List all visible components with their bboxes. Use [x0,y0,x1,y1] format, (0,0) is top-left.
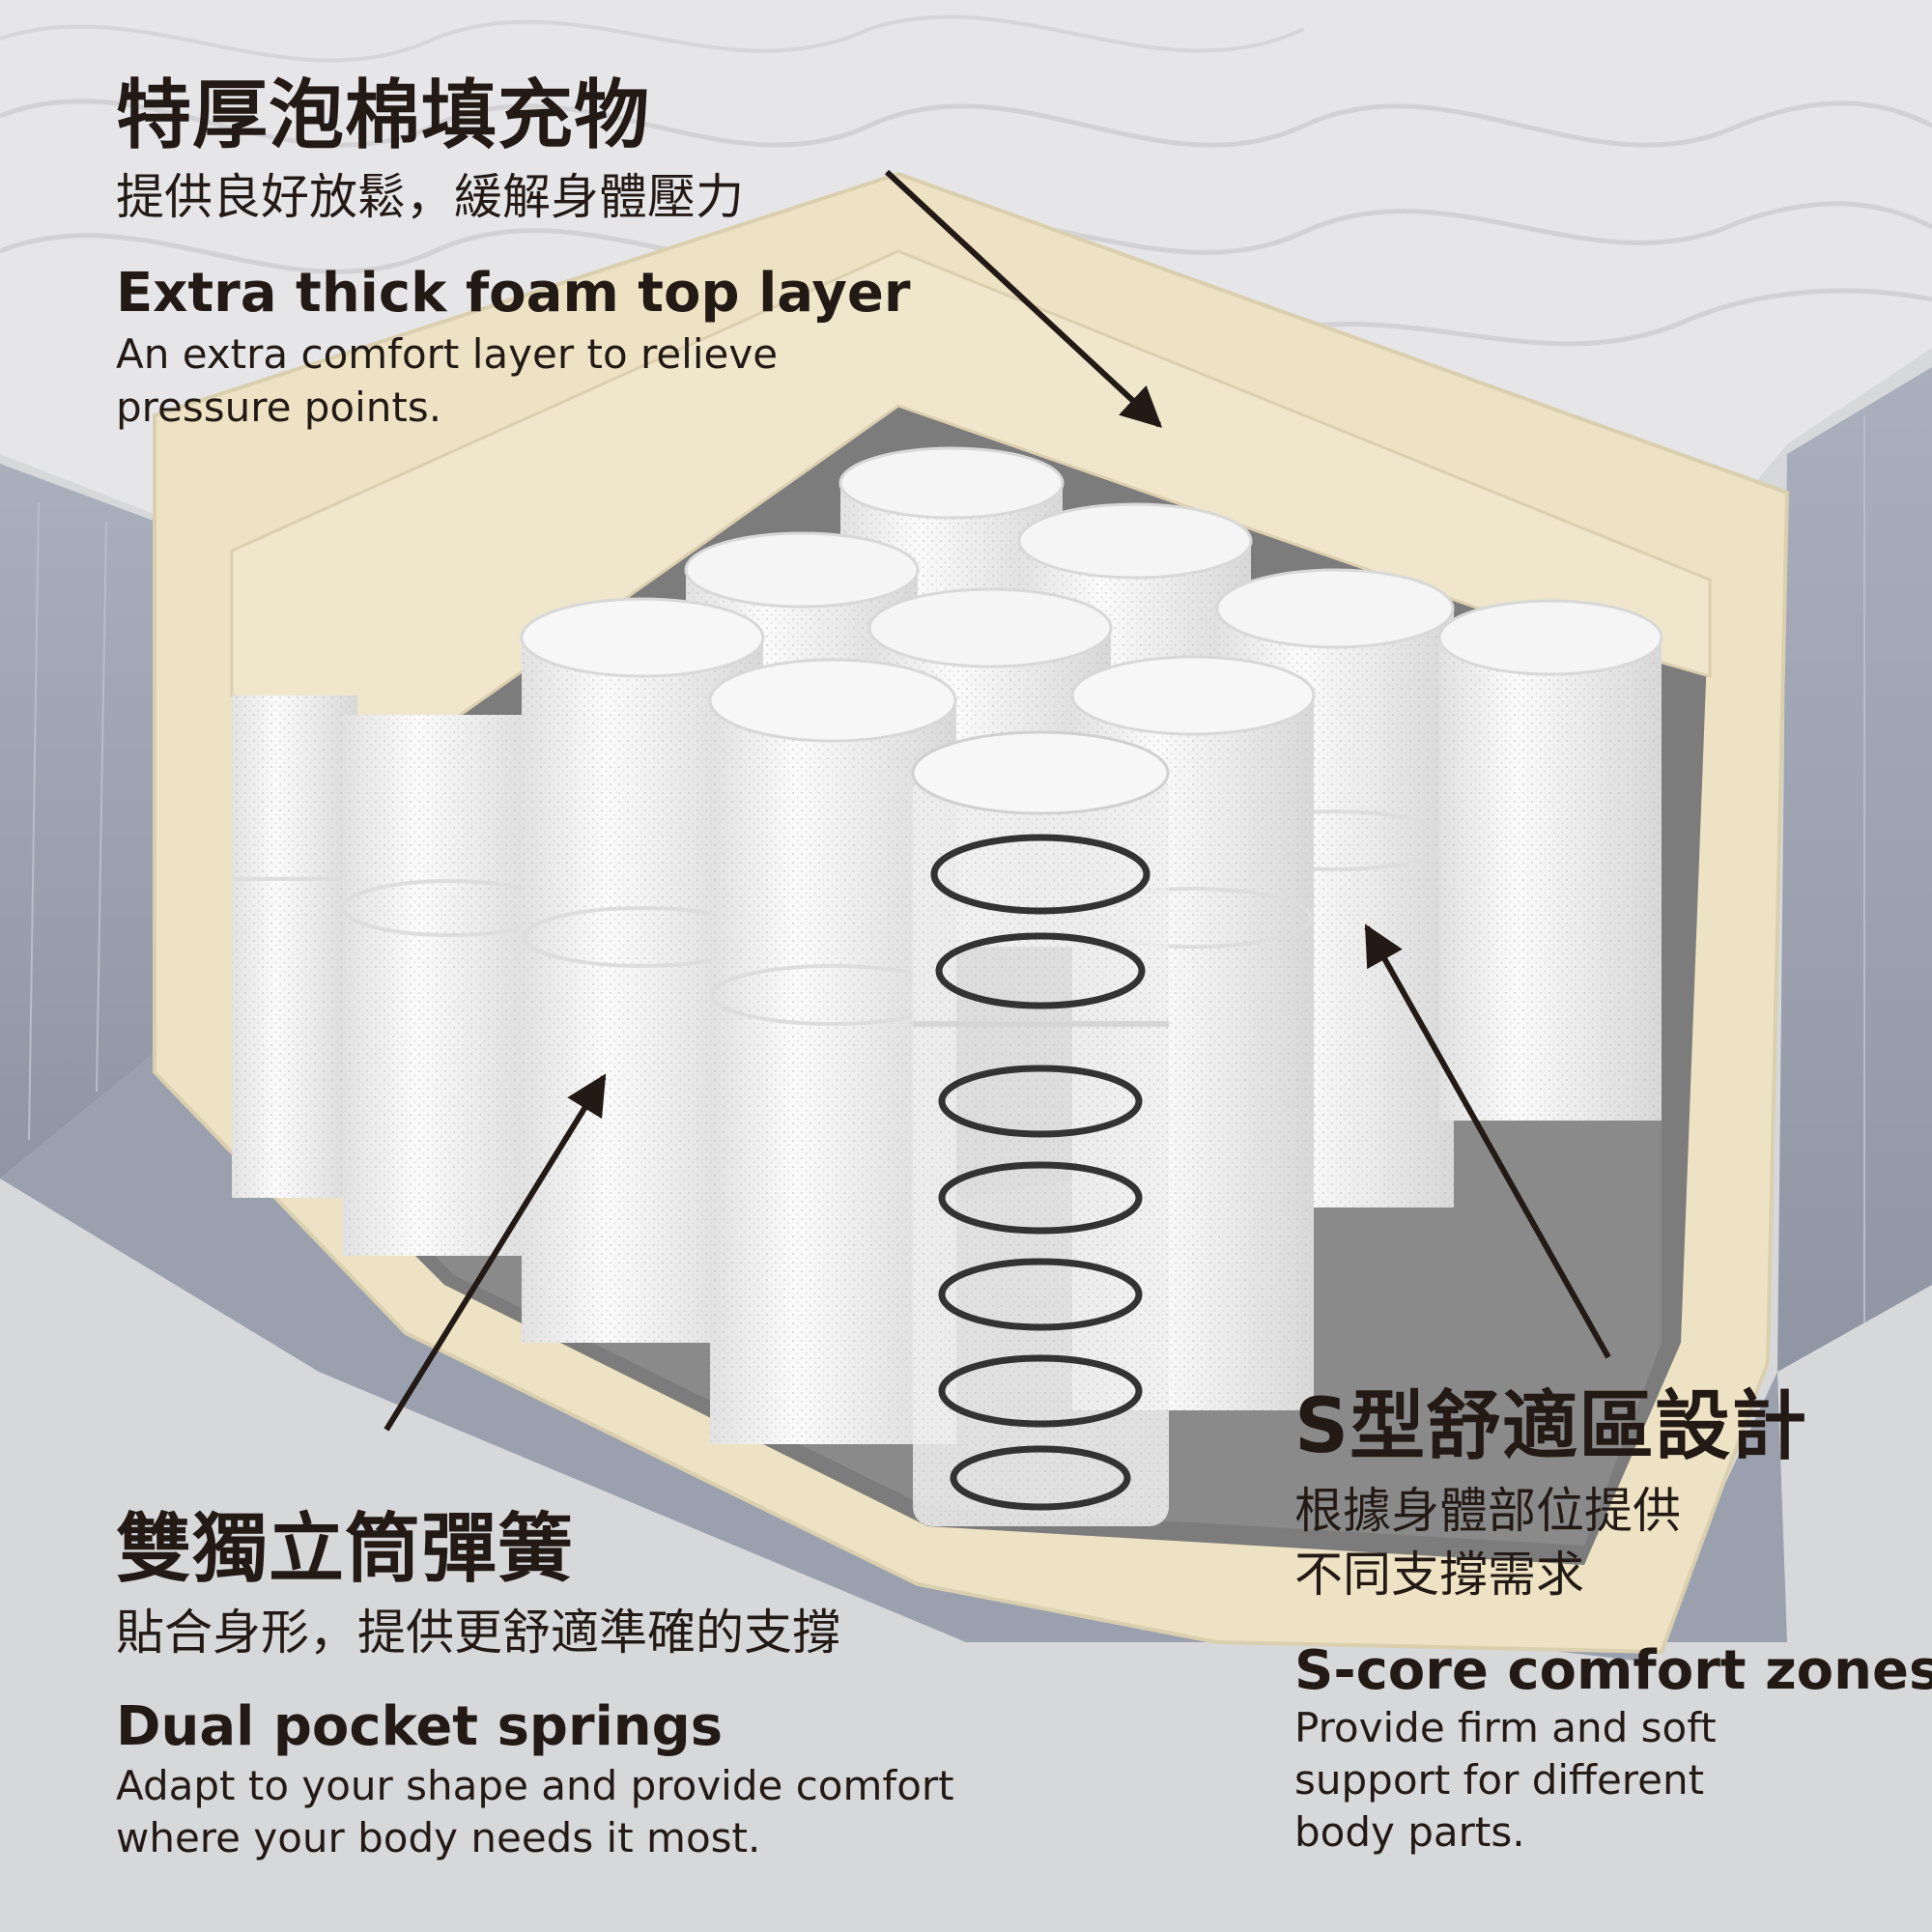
springs-arrow [384,1073,607,1432]
zones-subtitle-zh-line-2: 不同支撐需求 [1294,1547,1584,1603]
cutaway-spring-pocket [911,730,1170,1526]
foam-arrow [884,169,1163,428]
coil-spring-upper [930,834,1151,1009]
foam-subtitle-zh: 提供良好放鬆，緩解身體壓力 [116,169,744,225]
springs-description-line-1: Adapt to your shape and provide comfort [116,1762,954,1809]
coil-spring-lower [938,1065,1143,1511]
zones-description-line-1: Provide firm and soft [1294,1704,1717,1751]
foam-description-line-1: An extra comfort layer to relieve [116,330,779,378]
zones-description-line-2: support for different [1294,1756,1705,1804]
zones-subtitle-zh-line-1: 根據身體部位提供 [1294,1483,1681,1539]
zones-title-zh: S型舒適區設計 [1294,1383,1808,1470]
springs-title-zh: 雙獨立筒彈簧 [116,1506,575,1593]
foam-title-en: Extra thick foam top layer [116,262,911,325]
foam-title-zh: 特厚泡棉填充物 [116,72,651,159]
zones-arrow [1364,923,1611,1359]
foam-description-line-2: pressure points. [116,384,442,431]
mattress-side-fabric [0,367,1932,1662]
zones-title-en: S-core comfort zones [1294,1639,1932,1702]
zones-description-line-3: body parts. [1294,1808,1525,1856]
springs-title-en: Dual pocket springs [116,1695,724,1758]
springs-description-line-2: where your body needs it most. [116,1814,761,1861]
springs-subtitle-zh: 貼合身形，提供更舒適準確的支撐 [116,1605,840,1661]
